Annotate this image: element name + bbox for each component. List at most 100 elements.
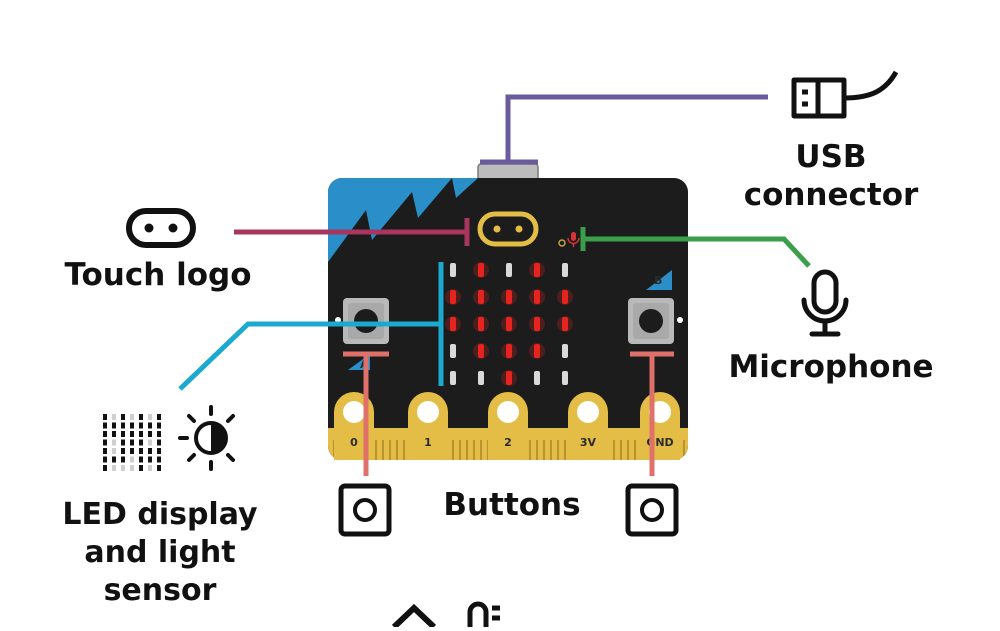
- led-icon-cell: [157, 439, 161, 446]
- led-icon-cell: [112, 414, 116, 420]
- usb-label-line-1: USB: [795, 139, 867, 175]
- led-icon-cell: [130, 431, 134, 437]
- board-accent: [328, 178, 478, 262]
- led-icon-cell: [139, 448, 143, 454]
- button-b[interactable]: B: [628, 270, 683, 344]
- microphone-icon: [801, 269, 849, 337]
- led-icon-cell: [148, 422, 152, 429]
- button-a-icon: [338, 483, 392, 537]
- callout-touch-line: [234, 218, 470, 246]
- led-on: [478, 263, 484, 277]
- led-off: [450, 263, 456, 277]
- button-b-icon: [625, 483, 679, 537]
- led-icon-cell: [139, 431, 143, 437]
- led-on: [562, 317, 568, 331]
- led-icon-cell: [121, 414, 125, 420]
- led-icon-cell: [130, 465, 134, 471]
- led-label-line-3: sensor: [103, 573, 217, 608]
- led-display-icon: [103, 414, 161, 471]
- led-label-line-2: and light: [84, 535, 236, 570]
- led-on: [562, 290, 568, 304]
- led-icon-cell: [148, 465, 152, 471]
- pin-label: 3V: [580, 436, 597, 449]
- led-icon-cell: [121, 465, 125, 471]
- led-on: [478, 317, 484, 331]
- mic-led-icon: [567, 232, 580, 247]
- led-icon-cell: [103, 431, 107, 437]
- led-icon-cell: [121, 456, 125, 463]
- led-icon-cell: [157, 456, 161, 463]
- led-icon-cell: [157, 414, 161, 420]
- led-on: [478, 344, 484, 358]
- callout-led-line: [178, 262, 444, 391]
- pin-label: 2: [504, 436, 512, 449]
- led-icon-cell: [103, 422, 107, 429]
- chevron-up-icon: [391, 603, 437, 630]
- led-display-label: LED display and light sensor: [46, 496, 274, 610]
- pin-label: 0: [350, 436, 358, 449]
- led-icon-cell: [148, 448, 152, 454]
- led-icon-cell: [130, 456, 134, 463]
- led-on: [506, 290, 512, 304]
- pin-hole: [417, 401, 439, 423]
- pin-hole: [343, 401, 365, 423]
- mic-hole: [558, 239, 566, 247]
- led-icon-cell: [157, 448, 161, 454]
- pin-hole: [497, 401, 519, 423]
- led-icon-cell: [121, 422, 125, 429]
- led-icon-cell: [103, 414, 107, 420]
- pin-label: 1: [424, 436, 432, 449]
- led-on: [506, 344, 512, 358]
- callout-usb-line: [480, 94, 768, 165]
- callout-button-a-line: [343, 351, 389, 476]
- led-icon-cell: [103, 465, 107, 471]
- touch-logo-pad: [477, 211, 539, 247]
- led-on: [450, 317, 456, 331]
- usb-label-line-2: connector: [743, 177, 919, 213]
- led-on: [534, 263, 540, 277]
- led-icon-cell: [130, 448, 134, 454]
- led-on: [506, 371, 512, 385]
- led-icon-cell: [148, 431, 152, 437]
- led-on: [534, 344, 540, 358]
- led-off: [562, 344, 568, 358]
- usb-cable-icon: [791, 70, 899, 119]
- led-matrix: [445, 262, 573, 386]
- led-off: [562, 371, 568, 385]
- light-sensor-icon: [178, 405, 235, 471]
- led-off: [534, 371, 540, 385]
- led-icon-cell: [121, 448, 125, 454]
- led-icon-cell: [157, 431, 161, 437]
- led-icon-cell: [139, 465, 143, 471]
- led-off: [450, 371, 456, 385]
- button-b-letter: B: [654, 274, 662, 287]
- callout-mic-line: [580, 227, 811, 268]
- led-icon-cell: [103, 456, 107, 463]
- led-on: [534, 290, 540, 304]
- led-icon-cell: [130, 414, 134, 420]
- led-on: [450, 290, 456, 304]
- led-icon-cell: [103, 448, 107, 454]
- led-icon-cell: [112, 439, 116, 446]
- led-off: [562, 263, 568, 277]
- led-icon-cell: [157, 465, 161, 471]
- led-icon-cell: [112, 465, 116, 471]
- led-icon-cell: [121, 439, 125, 446]
- led-off: [506, 263, 512, 277]
- led-icon-cell: [139, 414, 143, 420]
- led-icon-cell: [157, 422, 161, 429]
- led-icon-cell: [112, 448, 116, 454]
- led-icon-cell: [148, 456, 152, 463]
- led-on: [506, 317, 512, 331]
- led-icon-cell: [112, 422, 116, 429]
- led-on: [478, 290, 484, 304]
- led-icon-cell: [112, 431, 116, 437]
- led-icon-cell: [139, 422, 143, 429]
- led-icon-cell: [148, 414, 152, 420]
- callout-button-b-line: [630, 351, 674, 476]
- microphone-label: Microphone: [728, 349, 934, 385]
- led-on: [534, 317, 540, 331]
- led-icon-cell: [130, 422, 134, 429]
